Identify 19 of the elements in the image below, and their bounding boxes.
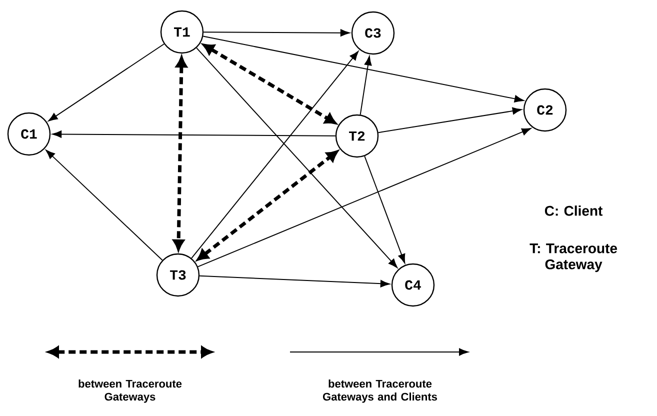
key-label: C: Client bbox=[544, 206, 603, 216]
arrow bbox=[52, 130, 336, 138]
arrow bbox=[196, 47, 398, 268]
arrow bbox=[378, 107, 522, 134]
arrow bbox=[203, 29, 350, 36]
arrow bbox=[46, 150, 163, 261]
arrow bbox=[48, 43, 165, 122]
arrow bbox=[191, 50, 359, 259]
arrow bbox=[360, 56, 372, 116]
key-label: T: Traceroute Gateway bbox=[530, 244, 618, 272]
arrow bbox=[364, 156, 406, 264]
arrow bbox=[197, 150, 338, 260]
arrow bbox=[199, 275, 390, 288]
legend-text: between Traceroute Gateways bbox=[78, 380, 182, 403]
arrow bbox=[173, 56, 187, 250]
legend-text: between Traceroute Gateways and Clients bbox=[323, 380, 437, 403]
arrow bbox=[197, 128, 532, 268]
arrow bbox=[202, 44, 336, 124]
arrow bbox=[202, 36, 524, 102]
